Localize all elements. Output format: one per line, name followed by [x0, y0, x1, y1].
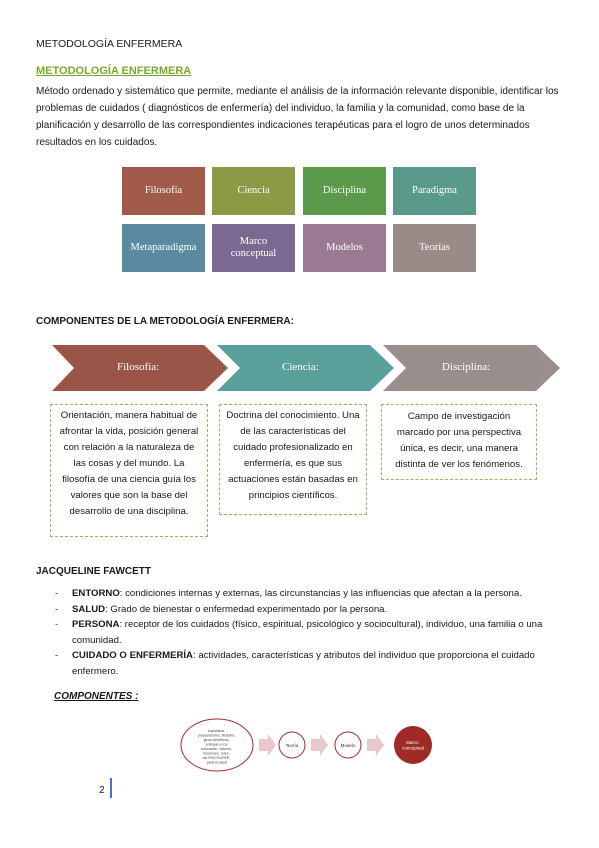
flow-node-concepts-line: proposiciones, filosofía, — [198, 734, 236, 738]
flow-node-teoria-text: Teoría — [286, 743, 299, 748]
flow-node-concepts-line: funciones, roles, — [203, 752, 229, 756]
grid-box-ciencia: Ciencia — [212, 167, 295, 215]
flow-node-marco-line: conceptual — [402, 746, 424, 751]
flow-node-teoria — [278, 731, 306, 759]
term-persona: PERSONA — [72, 619, 120, 630]
flow-node-concepts-text: supuestos, proposiciones, filosofía, gir… — [198, 729, 237, 765]
list-item: -ENTORNO: condiciones internas y externa… — [55, 588, 522, 599]
grid-box-modelos: Modelos — [303, 224, 386, 272]
flow-node-concepts-line: educación, valores, — [201, 747, 232, 751]
section-title-link[interactable]: METODOLOGÍA ENFERMERA — [36, 65, 192, 77]
term-cuidado: CUIDADO O ENFERMERÍA — [72, 650, 193, 661]
flow-node-modelo — [334, 731, 362, 759]
chevron-label-ciencia: Ciencia: — [282, 361, 319, 373]
components-flow-diagram: supuestos, proposiciones, filosofía, gir… — [180, 718, 432, 772]
components-heading: COMPONENTES DE LA METODOLOGÍA ENFERMERA: — [36, 316, 294, 327]
header-title: METODOLOGÍA ENFERMERA — [36, 38, 183, 50]
list-item: -CUIDADO O ENFERMERÍA: actividades, cara… — [55, 650, 535, 677]
grid-box-filosofia: Filosofía — [122, 167, 205, 215]
grid-box-label: Ciencia — [237, 185, 270, 196]
grid-box-paradigma: Paradigma — [393, 167, 476, 215]
flow-node-marco-text: Marco conceptual — [402, 740, 424, 751]
chevron-filosofia — [52, 345, 228, 391]
definition-persona: : receptor de los cuidados (físico, espi… — [72, 619, 543, 646]
flow-arrow-3 — [367, 734, 384, 756]
fawcett-list: -ENTORNO: condiciones internas y externa… — [55, 586, 555, 679]
grid-box-marco-conceptual: Marco conceptual — [212, 224, 295, 272]
chevron-process — [52, 345, 560, 391]
term-salud: SALUD — [72, 603, 106, 615]
definition-cuidado: : actividades, características y atribut… — [72, 650, 535, 677]
fawcett-title: JACQUELINE FAWCETT — [36, 566, 152, 577]
grid-box-label: Metaparadigma — [130, 242, 197, 253]
flow-arrow-1 — [259, 734, 276, 756]
grid-box-label: Disciplina — [322, 185, 367, 196]
flow-node-concepts-line: para la salud — [207, 761, 228, 765]
grid-box-teorias: Teorías — [393, 224, 476, 272]
grid-box-label: Paradigma — [412, 185, 457, 196]
chevron-label-disciplina: Disciplina: — [442, 361, 491, 373]
chevron-ciencia — [217, 345, 394, 391]
description-ciencia: Doctrina del conocimiento. Una de las ca… — [219, 404, 367, 515]
definition-entorno: : condiciones internas y externas, las c… — [119, 588, 522, 599]
grid-box-label: Teorías — [419, 242, 450, 253]
description-disciplina: Campo de investigación marcado por una p… — [381, 404, 537, 480]
list-item: -PERSONA: receptor de los cuidados (físi… — [55, 619, 543, 646]
chevron-label-filosofia: Filosofía: — [117, 361, 160, 373]
flow-node-marco — [394, 726, 432, 764]
list-item: -SALUD: Grado de bienestar o enfermedad … — [55, 603, 388, 615]
chevron-disciplina — [383, 345, 560, 391]
flow-node-concepts-line: enfoque en la — [206, 743, 228, 747]
description-filosofia: Orientación, manera habitual de afrontar… — [50, 404, 208, 537]
flow-node-concepts-line: supuestos, — [208, 729, 225, 733]
grid-box-label: Filosofía — [144, 185, 183, 196]
grid-box-label: Modelos — [326, 242, 363, 253]
page-number-bar — [110, 778, 112, 798]
components-label: COMPONENTES : — [54, 691, 139, 702]
flow-node-concepts-line: del RHC/SUPER, — [203, 756, 231, 760]
term-entorno: ENTORNO — [72, 588, 120, 599]
flow-arrow-2 — [311, 734, 328, 756]
definition-salud: : Grado de bienestar o enfermedad experi… — [105, 603, 388, 615]
intro-paragraph: Método ordenado y sistemático que permit… — [36, 86, 559, 148]
flow-node-marco-line: Marco — [406, 740, 419, 745]
flow-node-concepts-line: giros científicos, — [204, 738, 230, 742]
grid-box-disciplina: Disciplina — [303, 167, 386, 215]
flow-node-concepts — [180, 718, 254, 772]
grid-box-metaparadigma: Metaparadigma — [122, 224, 205, 272]
page-number: 2 — [99, 785, 105, 796]
grid-box-label: Marco conceptual — [230, 236, 277, 259]
flow-node-modelo-text: Modelo — [341, 743, 356, 748]
